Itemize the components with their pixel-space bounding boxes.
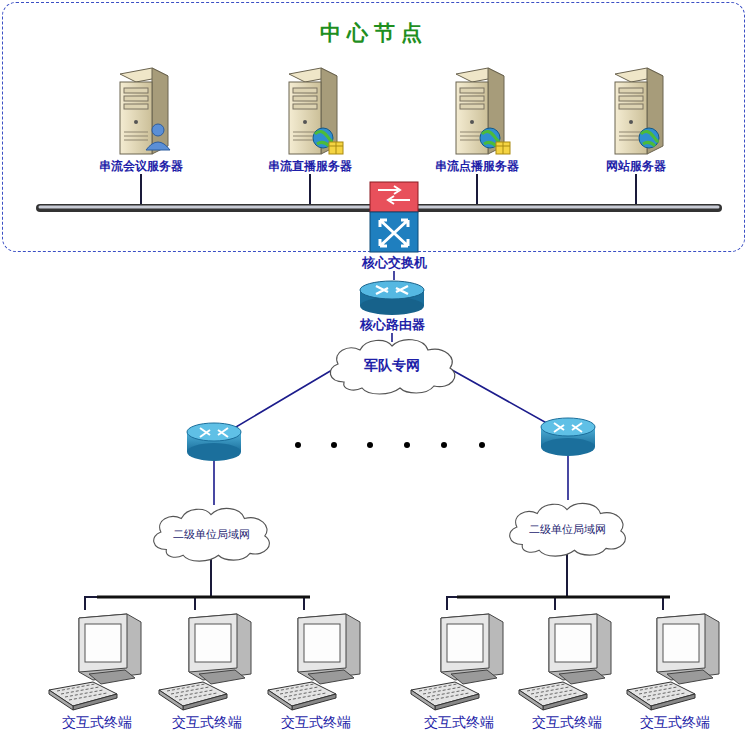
node-label: 串流会议服务器 xyxy=(95,158,187,174)
terminal-node-icon xyxy=(515,610,619,714)
network-link xyxy=(431,174,637,208)
network-cloud: 二级单位局域网 xyxy=(146,505,276,563)
server-node-icon xyxy=(106,66,176,158)
node-label: 串流点播服务器 xyxy=(431,158,523,174)
terminal-node-icon xyxy=(264,610,368,714)
node-label: 核心交换机 xyxy=(358,254,431,271)
node-label: 交互式终端 xyxy=(41,714,153,731)
terminal-node: 交互式终端 xyxy=(41,610,153,731)
network-link xyxy=(447,554,567,610)
node-label: 二级单位局域网 xyxy=(529,522,606,537)
server-node: 串流点播服务器 xyxy=(431,66,523,174)
network-link xyxy=(567,554,663,610)
node-label: 二级单位局域网 xyxy=(173,527,250,542)
network-link xyxy=(431,174,478,208)
network-link xyxy=(195,559,211,610)
ellipsis-dots xyxy=(295,442,485,448)
node-label: 网站服务器 xyxy=(597,158,675,174)
router-symbol xyxy=(541,418,595,456)
server-node: 串流直播服务器 xyxy=(264,66,356,174)
terminal-node: 交互式终端 xyxy=(619,610,731,731)
node-label: 交互式终端 xyxy=(403,714,515,731)
terminal-node: 交互式终端 xyxy=(151,610,263,731)
node-label: 交互式终端 xyxy=(260,714,372,731)
router-node-icon xyxy=(358,280,426,316)
network-link xyxy=(555,554,567,610)
network-link xyxy=(85,559,211,610)
router-node: 核心路由器 xyxy=(354,280,430,333)
node-label: 核心路由器 xyxy=(354,316,430,333)
node-label: 交互式终端 xyxy=(151,714,263,731)
terminal-node-icon xyxy=(407,610,511,714)
network-cloud: 军队专网 xyxy=(322,336,462,396)
node-label: 串流直播服务器 xyxy=(264,158,356,174)
router-symbol xyxy=(187,423,241,461)
terminal-node-icon xyxy=(623,610,727,714)
node-label: 交互式终端 xyxy=(511,714,623,731)
network-link xyxy=(211,559,304,610)
region-title: 中心节点 xyxy=(3,19,744,47)
terminal-node-icon xyxy=(45,610,149,714)
server-node-icon xyxy=(601,66,671,158)
lan-bus xyxy=(97,596,670,599)
network-link xyxy=(141,174,358,208)
node-label: 交互式终端 xyxy=(619,714,731,731)
server-node-icon xyxy=(442,66,512,158)
server-node: 网站服务器 xyxy=(597,66,675,174)
terminal-node: 交互式终端 xyxy=(260,610,372,731)
network-link xyxy=(310,174,358,208)
switch-node-icon xyxy=(368,180,420,254)
terminal-node-icon xyxy=(155,610,259,714)
server-node: 串流会议服务器 xyxy=(95,66,187,174)
network-link xyxy=(393,271,395,280)
server-node-icon xyxy=(275,66,345,158)
network-link xyxy=(391,333,393,342)
network-cloud: 二级单位局域网 xyxy=(502,500,632,558)
switch-node: 核心交换机 xyxy=(358,180,431,271)
terminal-node: 交互式终端 xyxy=(511,610,623,731)
node-label: 军队专网 xyxy=(364,357,420,375)
terminal-node: 交互式终端 xyxy=(403,610,515,731)
